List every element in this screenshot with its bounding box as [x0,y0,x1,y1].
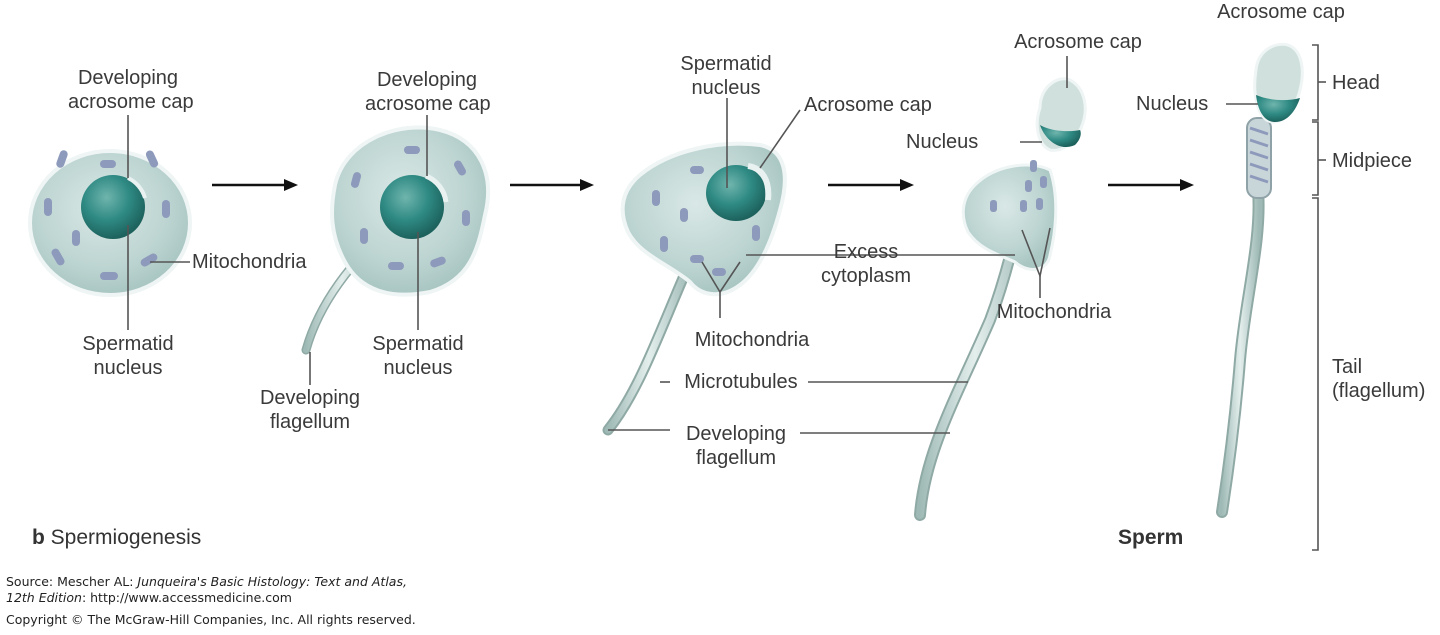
label-line: nucleus [691,77,761,99]
label-line: Developing [685,423,787,445]
stage4-mitochondria [990,160,1047,212]
stage3-mitochondria-label: Mitochondria [694,329,810,351]
part-letter: b [32,526,45,549]
label-line: flagellum [695,447,777,469]
stage1-nucleus [81,175,145,239]
label-line: flagellum [269,411,351,433]
stage3-cell [602,141,787,436]
figure-title: b Spermiogenesis [32,526,201,550]
sperm-caption: Sperm [1118,526,1184,549]
label-line: Spermatid [82,333,174,355]
sperm-nucleus [1256,95,1300,122]
label-line: nucleus [383,357,453,379]
stage3-mitochondria [652,166,760,276]
label-line: Spermatid [680,53,772,75]
leader-lines [127,44,1326,551]
tail-label: Tail (flagellum) [1332,355,1425,403]
source-url: : http://www.accessmedicine.com [81,590,292,605]
label-line: Developing [77,67,179,89]
stage2-mitochondria [350,146,470,270]
stage1-nucleus-label: Spermatid nucleus [68,332,188,380]
label-line: Excess [833,241,899,263]
stage1-acrosome [127,176,147,199]
label-line: cytoplasm [820,265,912,287]
stage2-cell [301,125,490,355]
stage3-nucleus [706,165,766,221]
source-line-1: Source: Mescher AL: Junqueira's Basic Hi… [6,574,407,589]
stage1-mitochondria-label: Mitochondria [192,251,307,273]
stage4-cell [914,77,1087,521]
stage3-acrosome-label: Acrosome cap [804,94,932,116]
stage3-nucleus-label: Spermatid nucleus [666,52,786,100]
source-book: Junqueira's Basic Histology: Text and At… [137,574,407,589]
midpiece-label: Midpiece [1332,150,1413,172]
copyright-line: Copyright © The McGraw-Hill Companies, I… [6,612,416,627]
sperm-nucleus-label: Nucleus [1136,93,1209,115]
stage1-cell [28,149,192,297]
source-line-2: 12th Edition: http://www.accessmedicine.… [6,590,292,605]
label-line: Developing [376,69,478,91]
stage2-acrosome-label: Developing acrosome cap [365,68,491,116]
stage4-mitochondria-label: Mitochondria [996,301,1112,323]
label-line: (flagellum) [1332,380,1426,402]
stage2-flagellum-label: Developing flagellum [250,386,370,434]
stage3-flagellum-label: Developing flagellum [672,422,800,470]
stage3-acrosome [747,163,772,201]
stage1-mitochondria [44,150,170,280]
label-line: acrosome cap [68,91,194,113]
microtubules-label: Microtubules [684,371,798,393]
stage2-acrosome [424,173,449,203]
source-edition: 12th Edition [6,590,82,605]
label-line: Tail [1332,356,1363,378]
label-line: nucleus [93,357,163,379]
stage4-nucleus-label: Nucleus [906,131,979,153]
head-label: Head [1332,72,1380,94]
label-line: Developing [259,387,361,409]
label-line: acrosome cap [365,93,491,115]
sperm-mitochondrial-sheath [1249,126,1269,184]
stage1-acrosome-label: Developing acrosome cap [68,66,194,114]
mature-sperm [1216,42,1304,518]
sperm-acrosome-label: Acrosome cap [1217,1,1345,23]
source-prefix: Source: Mescher AL: [6,574,138,589]
stage2-nucleus [380,175,444,239]
stage4-acrosome-label: Acrosome cap [1014,31,1142,53]
excess-cytoplasm-label: Excess cytoplasm [806,240,926,288]
stage2-nucleus-label: Spermatid nucleus [358,332,478,380]
progression-arrows [212,179,1194,191]
title-text: Spermiogenesis [50,526,202,549]
stage4-nucleus [1040,125,1081,148]
label-line: Spermatid [372,333,464,355]
